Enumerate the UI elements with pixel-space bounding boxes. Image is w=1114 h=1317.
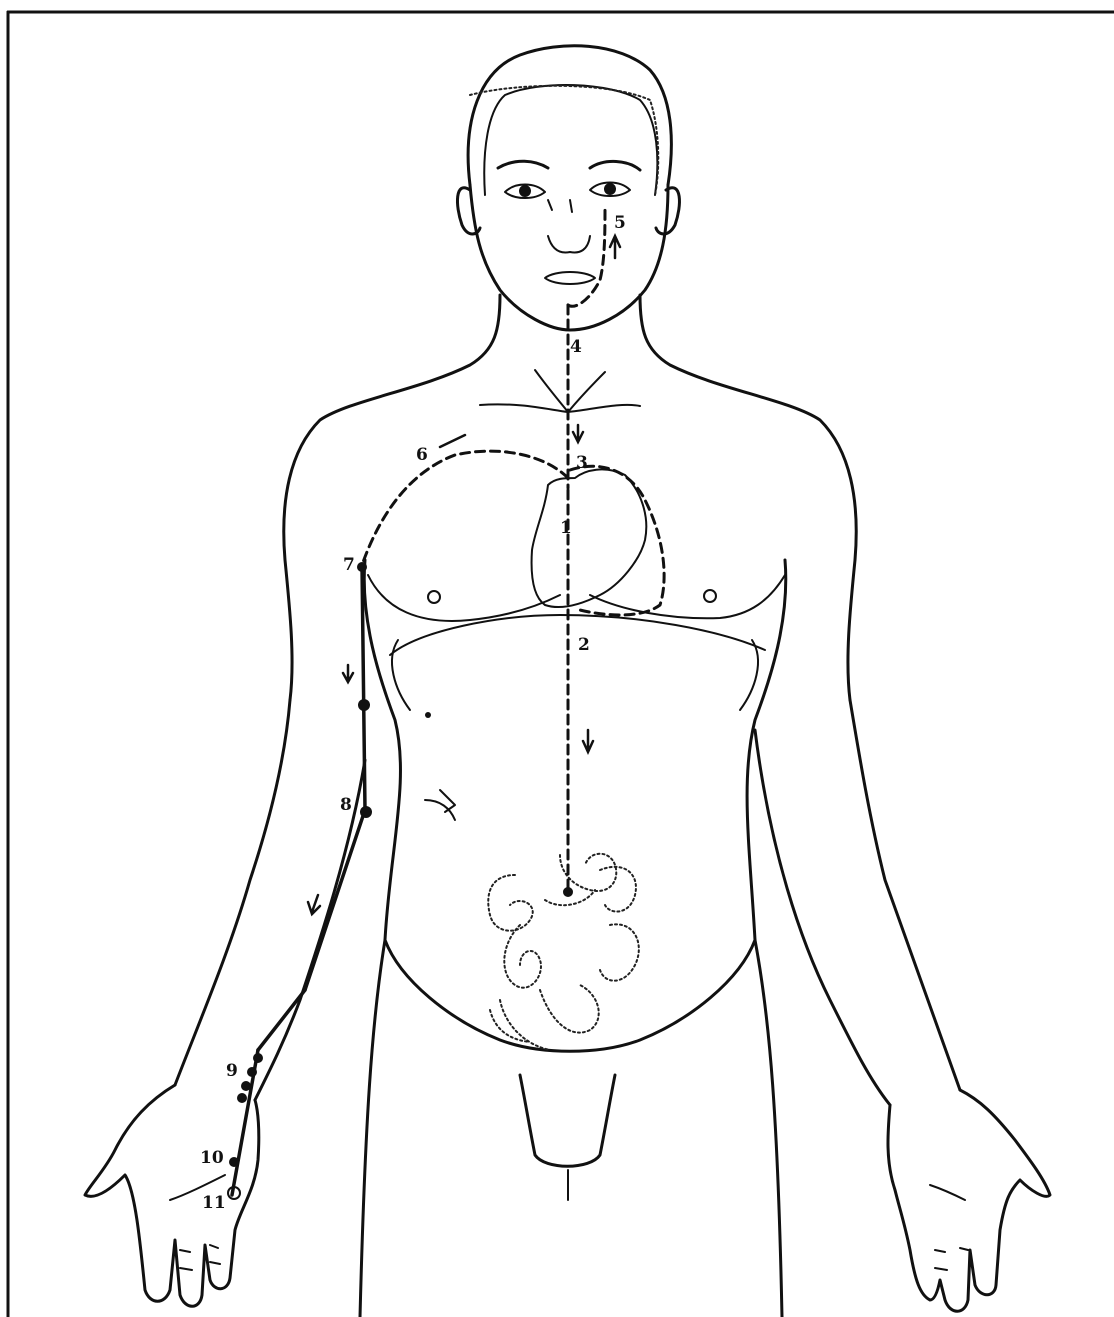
arrow-down-forearm <box>308 895 320 914</box>
point-intestine-end <box>563 887 573 897</box>
head-outline <box>457 46 679 330</box>
label-6: 6 <box>416 445 428 465</box>
point-7 <box>357 562 367 572</box>
point-9d <box>237 1093 247 1103</box>
label-7: 7 <box>343 555 355 575</box>
arrow-up-face <box>610 236 620 258</box>
label-5: 5 <box>614 213 626 233</box>
hand-left <box>888 1090 1050 1311</box>
heart-organ <box>532 469 647 607</box>
label-4: 4 <box>570 337 582 357</box>
point-arm-mid <box>358 699 370 711</box>
label-2: 2 <box>578 635 590 655</box>
torso-outline <box>284 295 856 1317</box>
point-10 <box>229 1157 239 1167</box>
acupoints <box>228 562 573 1199</box>
number-labels: 1 2 3 4 5 6 7 8 9 10 11 <box>200 213 626 1213</box>
frame-border <box>8 12 1114 1317</box>
arm-left-outline <box>755 700 960 1105</box>
point-9b <box>247 1067 257 1077</box>
label-11: 11 <box>202 1193 226 1213</box>
label-1: 1 <box>560 518 572 538</box>
arrow-down-arm <box>343 665 353 682</box>
label-10: 10 <box>200 1148 224 1168</box>
small-intestine <box>488 854 639 1050</box>
arrow-over-shoulder <box>440 435 465 447</box>
point-8 <box>360 806 372 818</box>
label-9: 9 <box>226 1061 238 1081</box>
label-3: 3 <box>576 453 588 473</box>
point-9a <box>253 1053 263 1063</box>
point-9c <box>241 1081 251 1091</box>
label-8: 8 <box>340 795 352 815</box>
internal-pathway <box>362 86 664 890</box>
arm-meridian <box>232 565 365 1195</box>
arrow-down-abdomen <box>583 730 593 752</box>
arrow-down-throat <box>573 425 583 442</box>
